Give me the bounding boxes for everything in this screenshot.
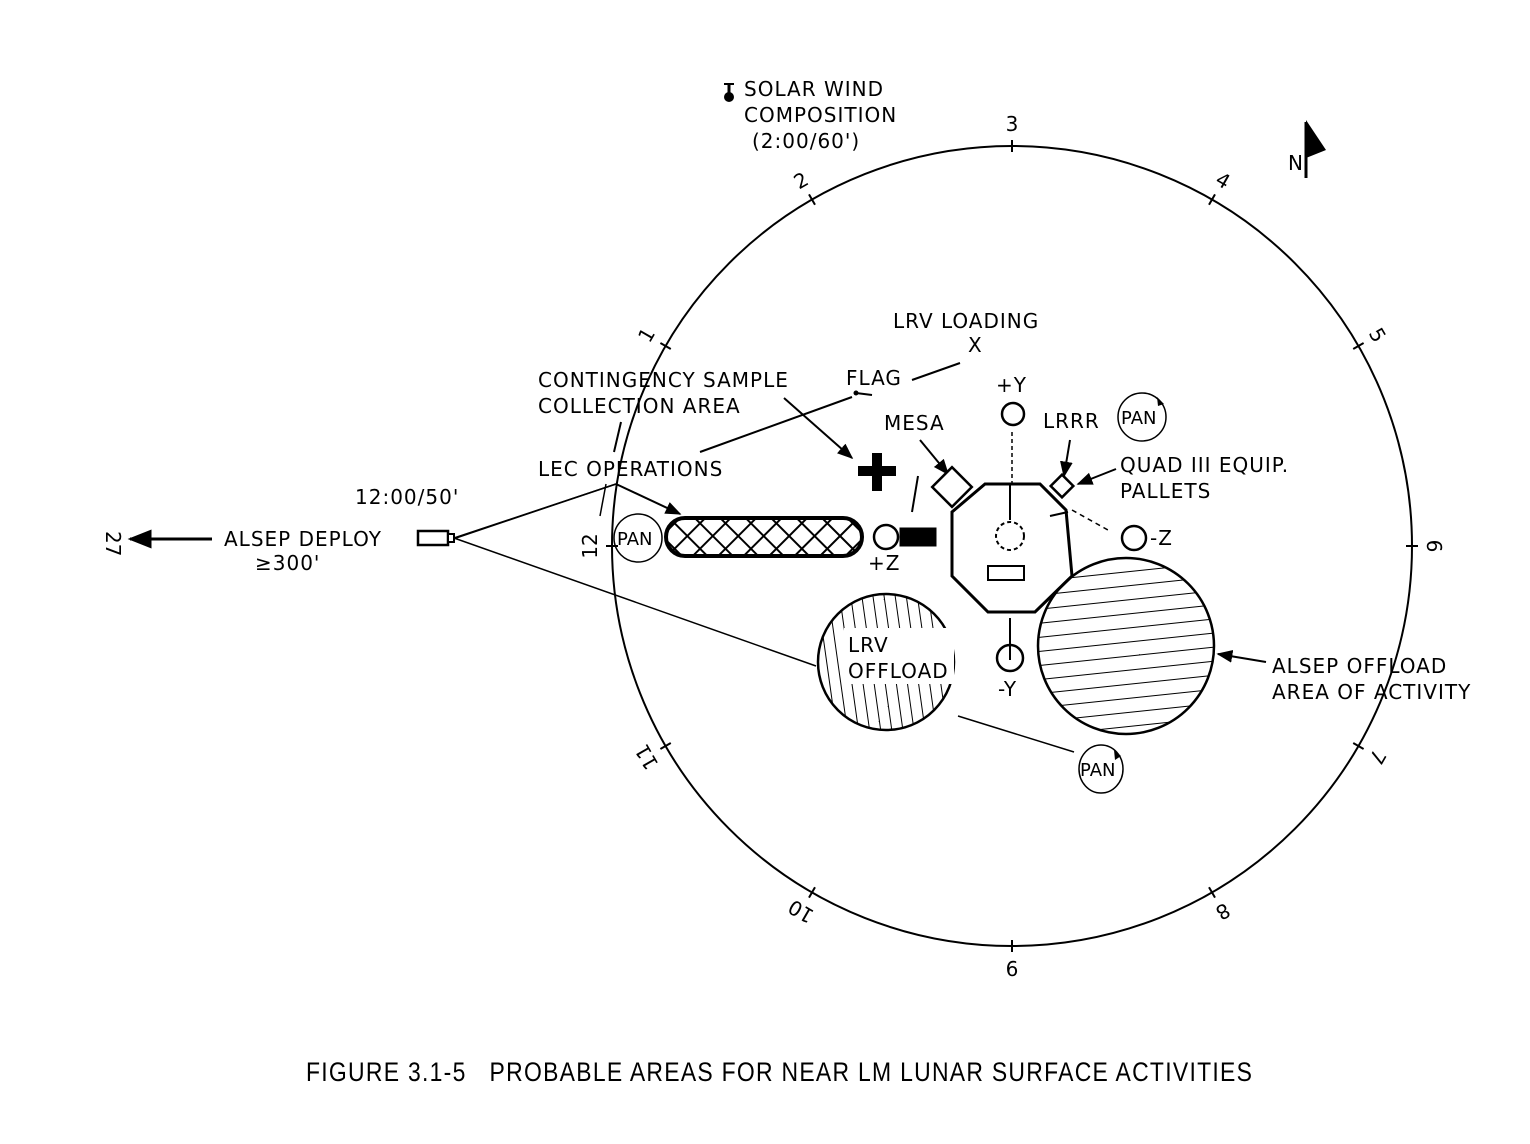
- lrv-loading-label: LRV LOADING: [893, 309, 1039, 333]
- minus-z-label: -Z: [1150, 526, 1173, 550]
- solar-wind-annotation: SOLAR WIND COMPOSITION (2:00/60'): [724, 77, 897, 153]
- clock-tick-label: 6: [1422, 540, 1446, 553]
- solar-wind-time: (2:00/60'): [752, 129, 860, 153]
- mesa-label: MESA: [884, 411, 945, 435]
- alsep-deploy: 12:00/50' ALSEP DEPLOY ≥300' 27: [101, 483, 817, 667]
- minus-y-label: -Y: [998, 677, 1017, 701]
- clock-tick-mark: [1208, 193, 1216, 206]
- flag-marker: [853, 390, 873, 396]
- plus-z-label: +Z: [868, 551, 900, 575]
- clock-tick-mark: [659, 742, 672, 750]
- clock-tick-mark: [808, 886, 816, 899]
- lec-operations-area: [664, 516, 864, 558]
- north-label: N: [1288, 151, 1304, 175]
- north-arrow-icon: N: [1288, 120, 1326, 178]
- clock-tick-mark: [1208, 886, 1216, 899]
- clock-tick-label: 2: [789, 167, 812, 194]
- clock-tick-mark: [1352, 742, 1365, 750]
- clock-tick-label: 12: [578, 533, 602, 558]
- minus-y-marker: -Y: [995, 618, 1025, 701]
- clock-tick-label: 9: [1006, 956, 1019, 980]
- alsep-offload-area: [1036, 556, 1216, 736]
- solar-wind-icon: [724, 83, 734, 102]
- solar-wind-label: SOLAR WIND: [744, 77, 884, 101]
- pan-label: PAN: [1080, 760, 1115, 781]
- lunar-module-icon: [899, 432, 1109, 614]
- contingency-sample-label: CONTINGENCY SAMPLE: [538, 368, 789, 392]
- pan-station-northeast: PAN: [1117, 392, 1167, 442]
- contingency-sample-label-2: COLLECTION AREA: [538, 394, 741, 418]
- clock-tick-mark: [659, 342, 672, 350]
- plus-y-marker: +Y: [996, 373, 1027, 427]
- flag-label: FLAG: [846, 366, 902, 390]
- pan-station-south: PAN: [1078, 744, 1124, 794]
- lrrr-label: LRRR: [1043, 409, 1100, 433]
- alsep-deploy-label: ALSEP DEPLOY: [224, 527, 382, 551]
- alsep-time-label: 12:00/50': [355, 485, 459, 509]
- quad-pallets-label-2: PALLETS: [1120, 479, 1211, 503]
- clock-tick-label: 5: [1364, 323, 1391, 346]
- clock-tick-label: 8: [1211, 898, 1234, 925]
- clock-tick-mark: [1352, 342, 1365, 350]
- clock-tick-mark: [808, 193, 816, 206]
- pan-label: PAN: [617, 529, 652, 550]
- alsep-offload-label-2: AREA OF ACTIVITY: [1272, 680, 1471, 704]
- clock-tick-label: 10: [784, 895, 818, 929]
- minus-z-marker: -Z: [1120, 524, 1173, 552]
- clock-tick-label: 4: [1211, 167, 1234, 194]
- lrv-offload-label-2: OFFLOAD: [848, 659, 949, 683]
- alsep-package-icon: [416, 529, 450, 547]
- clock-tick-label: 3: [1006, 112, 1019, 136]
- pan-station-west: PAN: [613, 513, 663, 563]
- alsep-offload-label: ALSEP OFFLOAD: [1272, 654, 1447, 678]
- contingency-sample-cross-icon: [858, 453, 896, 491]
- quad-pallets-label: QUAD III EQUIP.: [1120, 453, 1289, 477]
- plus-y-label: +Y: [996, 373, 1027, 397]
- lrv-loading-mark: X: [968, 333, 983, 357]
- plus-z-marker: +Z: [868, 523, 900, 575]
- alsep-heading-label: 27: [101, 531, 125, 556]
- figure-caption: FIGURE 3.1-5 PROBABLE AREAS FOR NEAR LM …: [306, 1057, 1253, 1087]
- lrv-offload-label: LRV: [848, 633, 889, 657]
- alsep-distance-label: ≥300': [255, 551, 320, 575]
- lrv-offload-area: LRV OFFLOAD: [816, 592, 956, 732]
- clock-tick-label: 1: [633, 323, 660, 346]
- lec-operations-label: LEC OPERATIONS: [538, 457, 723, 481]
- solar-wind-label-2: COMPOSITION: [744, 103, 897, 127]
- clock-tick-label: 11: [630, 740, 664, 774]
- clock-tick-label: 7: [1364, 745, 1391, 768]
- pan-label: PAN: [1121, 408, 1156, 429]
